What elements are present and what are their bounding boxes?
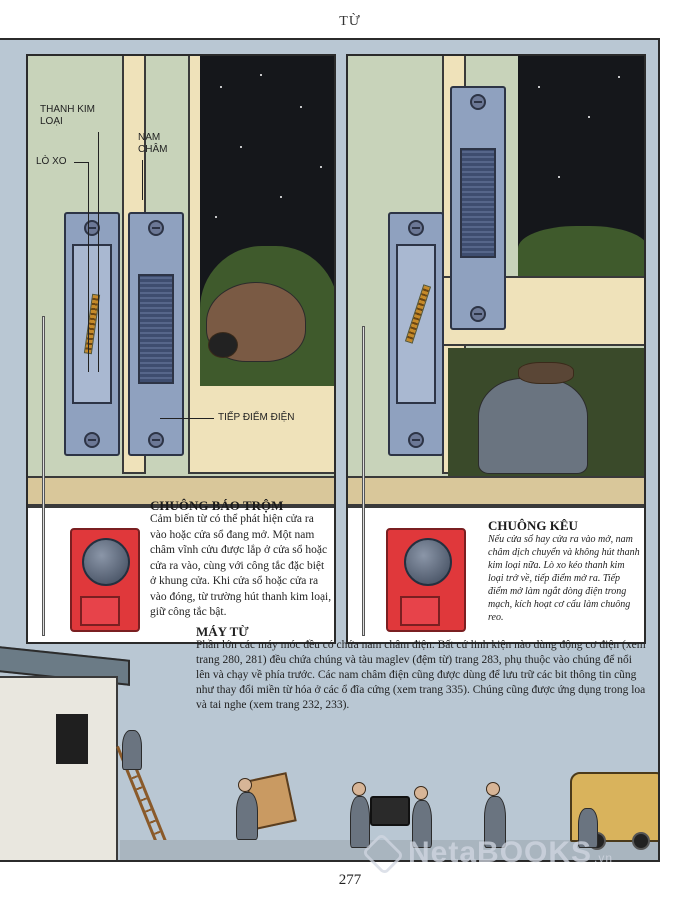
page-number: 277: [338, 872, 362, 888]
magnet: [128, 212, 184, 456]
burglar-alarm-body: Cảm biến từ có thể phát hiện cửa ra vào …: [150, 513, 332, 618]
bell-rings-title: CHUÔNG KÊU: [488, 518, 578, 533]
watermark: NetaBOOKS.vn: [360, 832, 690, 878]
window-sill: [28, 476, 334, 506]
television: [370, 796, 410, 826]
magnetic-machines-title: MÁY TỪ: [196, 624, 249, 639]
worker: [236, 792, 258, 840]
running-head: TỪ: [339, 14, 361, 29]
panel-open-window: [346, 54, 646, 644]
label-magnet: NAM CHÂM: [138, 132, 168, 155]
reed-switch-open: [388, 212, 444, 456]
illustration: THANH KIM LOẠI LÒ XO NAM CHÂM TIẾP ĐIỂM …: [0, 38, 660, 862]
bell-rings-body: Nếu cửa sổ hay cửa ra vào mở, nam châm d…: [488, 534, 640, 623]
night-sky: [518, 56, 644, 276]
house: [0, 676, 118, 860]
worker-on-ladder: [122, 730, 142, 770]
wire: [42, 316, 45, 636]
burglar: [478, 378, 588, 474]
label-spring: LÒ XO: [36, 156, 67, 167]
panel-closed-window: [26, 54, 336, 644]
burglar-alarm-title: CHUÔNG BÁO TRỘM: [150, 498, 284, 513]
bell-dome: [82, 538, 130, 586]
ringing-bell: [386, 528, 466, 632]
label-metal-strip: THANH KIM LOẠI: [40, 104, 95, 127]
magnetic-machines-body: Phần lớn các máy móc đều có chứa nam châ…: [196, 639, 646, 711]
house-window: [56, 714, 88, 764]
reed-switch: [64, 212, 120, 456]
burglar-face: [208, 332, 238, 358]
label-contact: TIẾP ĐIỂM ĐIỆN: [218, 412, 295, 423]
magnet-moved: [450, 86, 506, 330]
netabooks-logo-icon: [361, 832, 405, 876]
